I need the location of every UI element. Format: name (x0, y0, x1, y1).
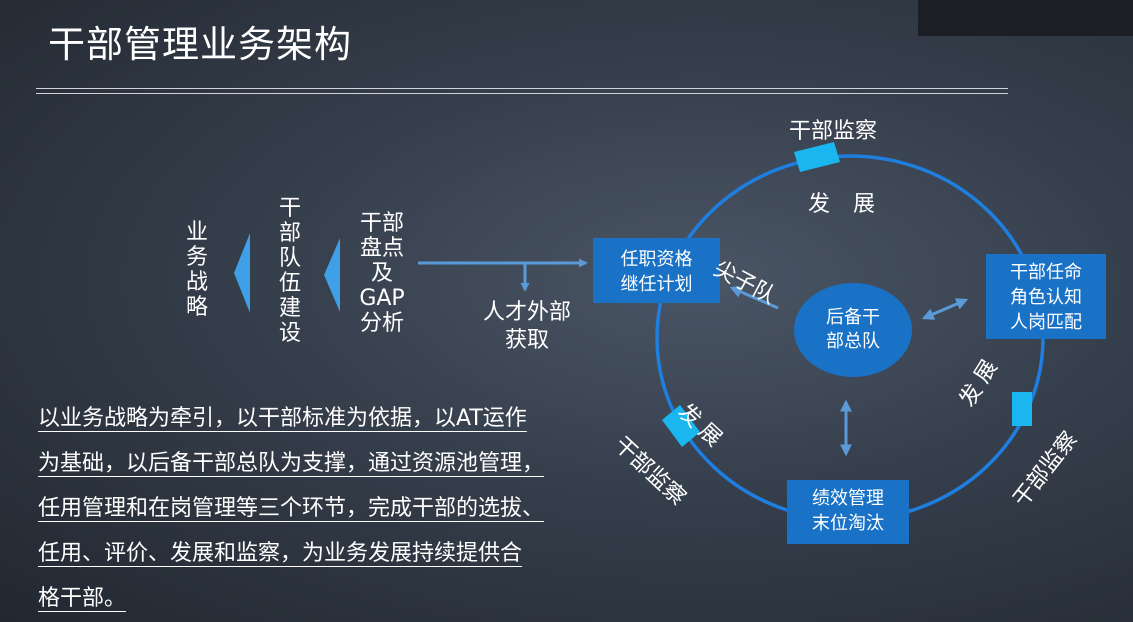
arrow-reserve-appointment (921, 298, 969, 320)
title-divider-bottom (36, 93, 1008, 94)
qualification-box: 任职资格 继任计划 (593, 238, 720, 303)
ring-marker-right-icon (1012, 392, 1032, 426)
supervision-top-label: 干部监察 (789, 119, 878, 144)
team-building-label: 干 部 队 伍 建 设 (278, 196, 301, 346)
chevron-team-icon (324, 238, 340, 312)
chevron-strategy-icon (234, 233, 250, 313)
development-top-label: 发 展 (808, 192, 883, 217)
inventory-gap-label: 干部 盘点 及 GAP 分析 (359, 211, 405, 336)
description-paragraph: 以业务战略为牵引，以干部标准为依据，以AT运作 为基础，以后备干部总队为支撑，通… (38, 406, 545, 611)
ring-marker-left-icon (662, 405, 700, 447)
external-talent-label: 人才外部 获取 (482, 300, 571, 353)
reserve-corps-circle: 后备干 部总队 (794, 283, 912, 377)
appointment-box: 干部任命 角色认知 人岗匹配 (986, 254, 1106, 339)
ring-marker-top-icon (794, 142, 840, 172)
title-divider-top (36, 88, 1008, 89)
corner-dark-box (918, 0, 1133, 36)
strategy-label: 业 务 战 略 (185, 220, 208, 320)
performance-box: 绩效管理 末位淘汰 (787, 480, 909, 544)
arrow-reserve-to-qualification (729, 286, 779, 310)
page-title: 干部管理业务架构 (48, 23, 352, 66)
